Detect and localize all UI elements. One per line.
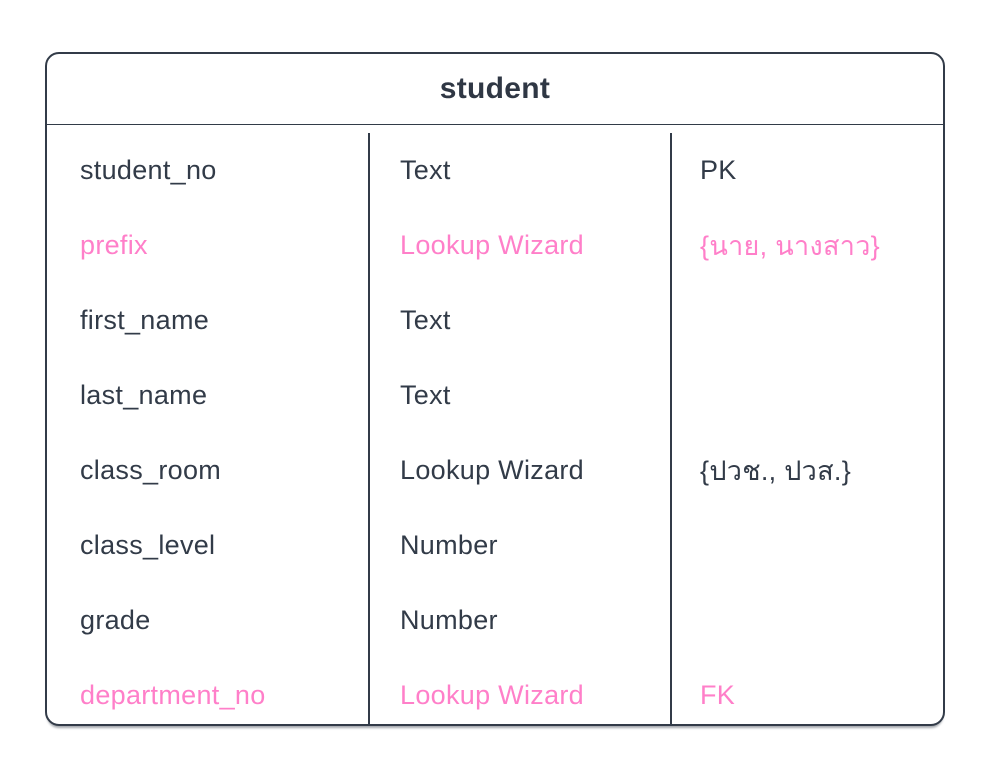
table-row: prefix Lookup Wizard {นาย, นางสาว} [47,208,943,283]
field-key-cell [670,358,943,433]
table-row: last_name Text [47,358,943,433]
field-key-cell [670,508,943,583]
field-key-cell: FK [670,658,943,724]
table-row: department_no Lookup Wizard FK [47,658,943,724]
table-row: student_no Text PK [47,133,943,208]
table-row: first_name Text [47,283,943,358]
table-row: grade Number [47,583,943,658]
field-key-cell [670,283,943,358]
field-type-cell: Lookup Wizard [368,208,670,283]
field-name-cell: class_level [80,530,216,560]
field-type-cell: Number [368,508,670,583]
field-key-cell [670,583,943,658]
table-row: class_room Lookup Wizard {ปวช., ปวส.} [47,433,943,508]
student-entity-table: student student_no Text PK prefix Lookup… [45,52,945,726]
field-key-cell: PK [670,133,943,208]
field-type-cell: Lookup Wizard [368,433,670,508]
field-type-cell: Number [368,583,670,658]
field-key-cell: {ปวช., ปวส.} [670,433,943,508]
table-title: student [439,72,551,105]
field-type-cell: Text [368,358,670,433]
field-type-cell: Text [368,283,670,358]
field-name-cell: class_room [80,455,222,485]
field-name-cell: first_name [80,305,210,335]
table-body: student_no Text PK prefix Lookup Wizard … [47,125,943,724]
table-header: student [47,54,943,125]
field-type-cell: Lookup Wizard [368,658,670,724]
field-name-cell: student_no [80,155,217,185]
field-name-cell: grade [80,605,151,635]
field-name-cell: prefix [80,230,148,260]
table-row: class_level Number [47,508,943,583]
field-name-cell: last_name [80,380,208,410]
field-key-cell: {นาย, นางสาว} [670,208,943,283]
field-type-cell: Text [368,133,670,208]
field-name-cell: department_no [80,680,266,710]
